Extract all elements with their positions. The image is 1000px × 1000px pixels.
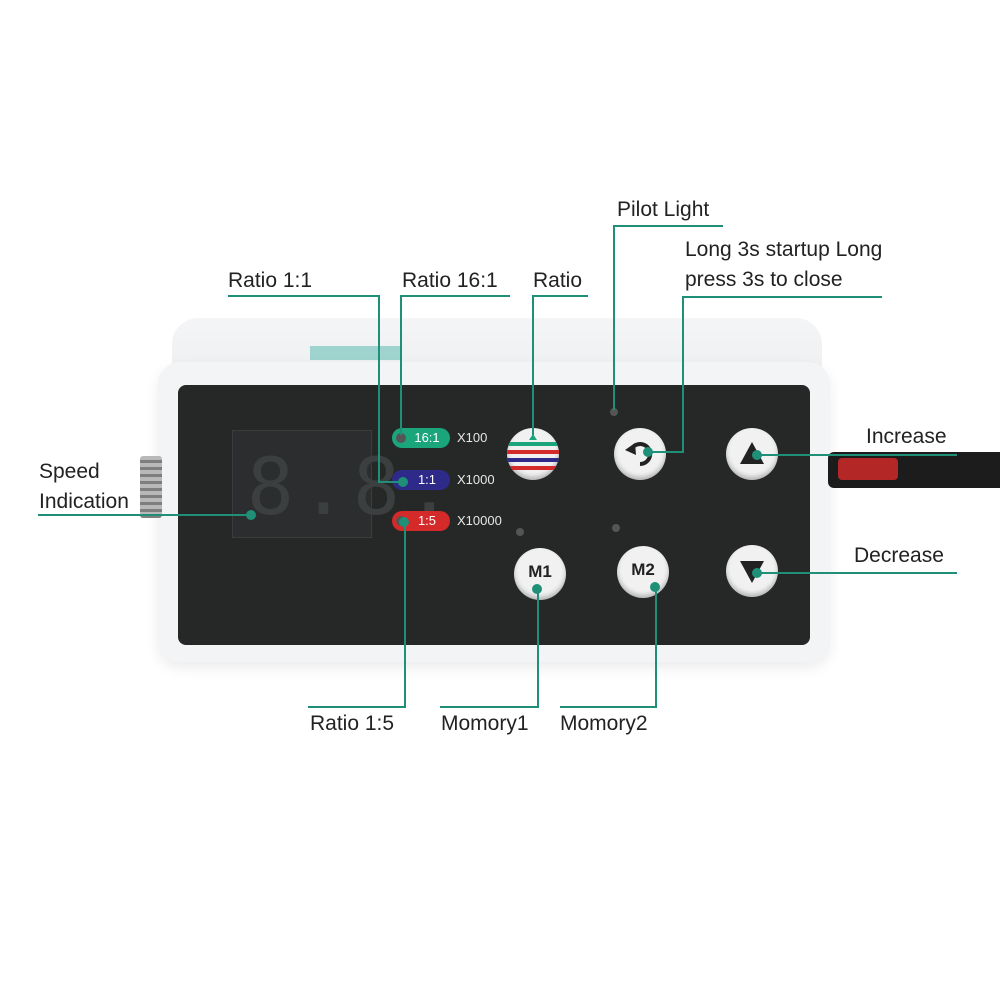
label-ratio-1-1: Ratio 1:1 — [228, 269, 313, 292]
memory2-led — [612, 524, 620, 532]
callout-line — [682, 296, 684, 452]
callout-line — [400, 295, 510, 297]
ratio-multiplier: X10000 — [457, 513, 502, 528]
side-connector — [140, 456, 162, 518]
label-long-press-line1: Long 3s startup Long — [685, 238, 883, 261]
callout-line — [560, 706, 657, 708]
callout-line — [440, 706, 539, 708]
return-arrow-icon — [625, 442, 653, 467]
top-label-strip — [310, 346, 400, 360]
callout-line — [38, 514, 252, 516]
callout-line — [757, 454, 957, 456]
label-ratio-1-5: Ratio 1:5 — [310, 712, 395, 735]
callout-dot — [398, 477, 408, 487]
label-memory2: Momory2 — [560, 712, 648, 735]
callout-line — [537, 588, 539, 708]
callout-dot — [752, 568, 762, 578]
callout-line — [655, 586, 657, 708]
label-long-press-line2: press 3s to close — [685, 268, 843, 291]
callout-line — [613, 225, 723, 227]
callout-line — [682, 296, 882, 298]
callout-dot — [399, 517, 409, 527]
memory2-button-label: M2 — [631, 560, 655, 579]
ratio-pill-label: 1:5 — [417, 513, 437, 528]
power-cable-red-band — [838, 458, 898, 480]
callout-dot — [532, 584, 542, 594]
ratio-button[interactable] — [507, 428, 559, 480]
label-decrease: Decrease — [854, 544, 944, 567]
callout-line — [757, 572, 957, 574]
callout-line — [378, 295, 380, 482]
callout-dot — [643, 447, 653, 457]
speed-display: 8.8. — [232, 430, 453, 538]
color-stripes-icon — [507, 434, 559, 470]
memory1-led — [516, 528, 524, 536]
callout-line — [308, 706, 406, 708]
label-speed-line2: Indication — [39, 490, 129, 513]
ratio-multiplier: X1000 — [457, 472, 495, 487]
label-pilot-light: Pilot Light — [617, 198, 710, 221]
memory1-button-label: M1 — [528, 562, 552, 581]
label-ratio-16-1: Ratio 16:1 — [402, 269, 498, 292]
callout-line — [532, 295, 534, 435]
callout-dot — [650, 582, 660, 592]
ratio-pill-16-1: 16:1 — [392, 428, 450, 448]
callout-line — [532, 295, 588, 297]
memory2-button[interactable]: M2 — [617, 546, 669, 598]
label-memory1: Momory1 — [441, 712, 529, 735]
pilot-light — [610, 408, 618, 416]
callout-line — [400, 295, 402, 435]
ratio-led-16-1 — [396, 433, 406, 443]
callout-dot — [752, 450, 762, 460]
label-increase: Increase — [866, 425, 947, 448]
power-button[interactable] — [614, 428, 666, 480]
callout-line — [228, 295, 380, 297]
ratio-pill-label: 1:1 — [417, 472, 437, 487]
callout-line — [648, 451, 684, 453]
callout-line — [404, 522, 406, 708]
callout-line — [613, 225, 615, 410]
ratio-multiplier: X100 — [457, 430, 488, 445]
label-speed-line1: Speed — [39, 460, 100, 483]
ratio-pill-label: 16:1 — [414, 430, 440, 445]
label-ratio: Ratio — [533, 269, 583, 292]
callout-dot — [246, 510, 256, 520]
callout-line — [378, 481, 404, 483]
